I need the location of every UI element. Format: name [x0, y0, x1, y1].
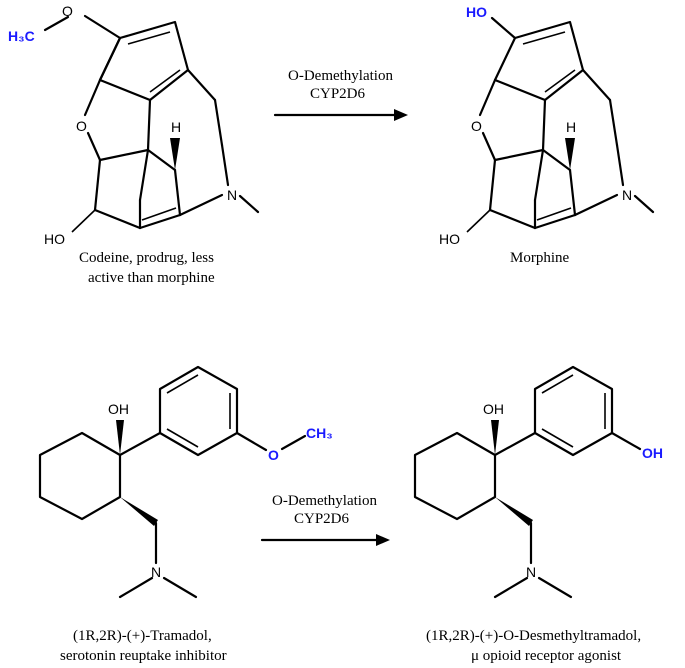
tramadol-oh-label: OH	[108, 401, 129, 417]
codeine-ether-o-label: O	[62, 3, 73, 19]
codeine-bridge-o-label: O	[76, 118, 87, 134]
codeine-h-label: H	[171, 119, 181, 135]
desmethyltramadol-phenol-label: OH	[642, 445, 663, 461]
desmethyltramadol-n-label: N	[526, 564, 536, 580]
codeine-n-label: N	[227, 187, 237, 203]
morphine-ho-label: HO	[439, 231, 460, 247]
morphine-phenol-label: HO	[466, 4, 487, 20]
tramadol-ether-o-label: O	[268, 447, 279, 463]
morphine-h-label: H	[566, 119, 576, 135]
morphine-caption: Morphine	[510, 250, 570, 266]
morphine-n-label: N	[622, 187, 632, 203]
reaction-arrow-2	[260, 534, 390, 546]
arrow-1-label-line2: CYP2D6	[310, 86, 366, 102]
codeine-structure	[43, 14, 260, 233]
morphine-bridge-o-label: O	[471, 118, 482, 134]
codeine-ho-label: HO	[44, 231, 65, 247]
desmethyltramadol-oh-label: OH	[483, 401, 504, 417]
codeine-caption-line2: active than morphine	[88, 270, 215, 286]
reaction-arrow-1	[273, 109, 408, 121]
morphine-structure	[466, 16, 655, 233]
tramadol-n-label: N	[151, 564, 161, 580]
codeine-caption-line1: Codeine, prodrug, less	[79, 250, 214, 266]
tramadol-methyl-label: CH₃	[306, 425, 333, 441]
arrow-2-label-line2: CYP2D6	[294, 511, 350, 527]
codeine-methoxy-label: H₃C	[8, 28, 35, 44]
desmethyltramadol-caption-line2: μ opioid receptor agonist	[471, 648, 622, 664]
desmethyltramadol-structure	[413, 365, 642, 599]
tramadol-caption-line1: (1R,2R)-(+)-Tramadol,	[73, 628, 212, 644]
tramadol-caption-line2: serotonin reuptake inhibitor	[60, 648, 227, 664]
arrow-1-label-line1: O-Demethylation	[288, 68, 393, 84]
desmethyltramadol-caption-line1: (1R,2R)-(+)-O-Desmethyltramadol,	[426, 628, 641, 644]
tramadol-structure	[38, 365, 307, 599]
arrow-2-label-line1: O-Demethylation	[272, 493, 377, 509]
